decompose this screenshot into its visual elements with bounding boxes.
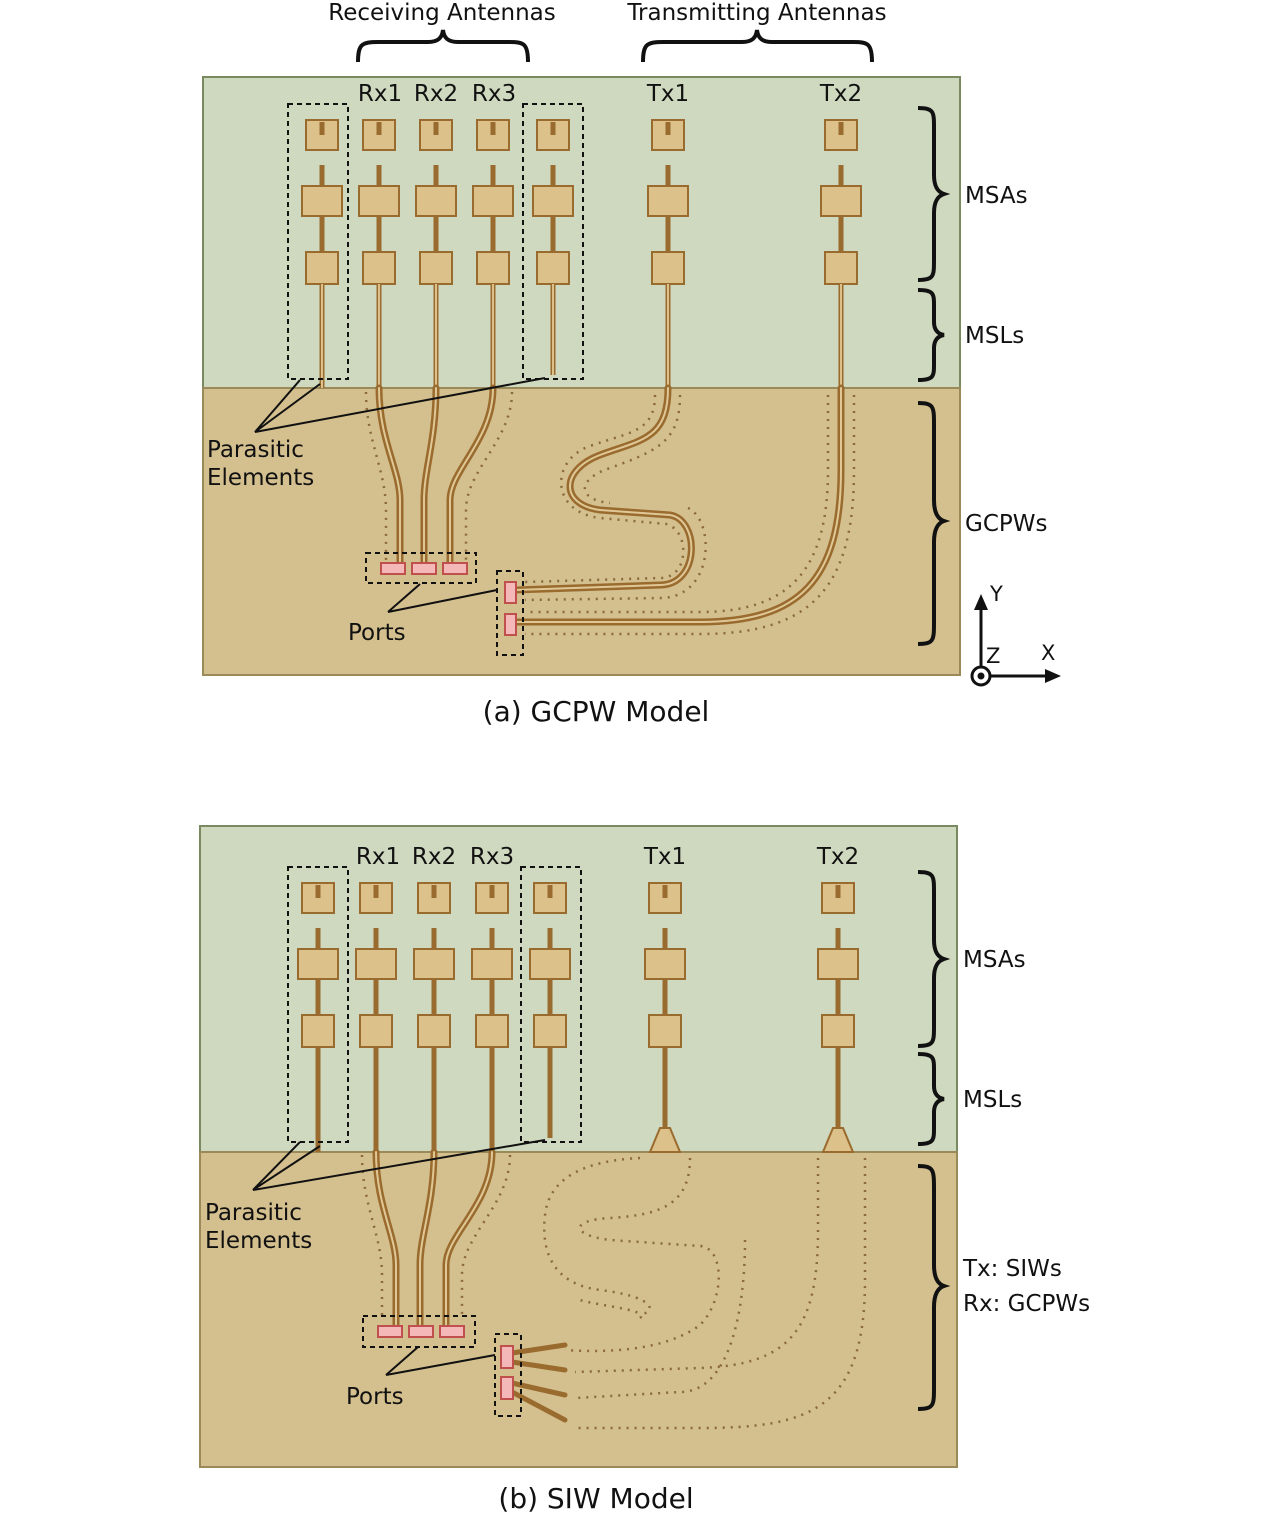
parasitic-elements-label-a-1: Parasitic — [207, 437, 304, 463]
caption-a: (a) GCPW Model — [483, 695, 710, 728]
substrate-bottom-a — [202, 387, 961, 676]
via-fence-a — [364, 391, 856, 636]
region-label-msls-b: MSLs — [963, 1087, 1022, 1113]
msl-lines-a — [319, 122, 844, 388]
antenna-label-tx2-b: Tx2 — [816, 844, 859, 870]
axis-triad — [970, 594, 1061, 687]
dashed-boxes-a — [287, 103, 584, 656]
antenna-label-tx1-a: Tx1 — [646, 81, 689, 107]
region-label-msas-a: MSAs — [965, 183, 1028, 209]
dashed-boxes-b — [287, 866, 582, 1417]
region-label-tx-siws-b: Tx: SIWs — [962, 1256, 1062, 1282]
leader-lines-b — [252, 1139, 546, 1376]
antenna-label-rx3-a: Rx3 — [472, 81, 516, 107]
ports-a — [380, 562, 517, 636]
rx-group-brace — [356, 29, 530, 63]
substrate-top-b — [199, 825, 958, 1153]
receiving-antennas-label: Receiving Antennas — [328, 0, 555, 26]
msl-lines-b — [315, 885, 841, 1152]
substrate-bottom-b — [199, 1151, 958, 1468]
axis-label-y: Y — [989, 582, 1003, 606]
parasitic-elements-label-b-2: Elements — [205, 1228, 312, 1254]
panel-b-siw-model: Rx1 Rx2 Rx3 Tx1 Tx2 Parasitic Elements P… — [199, 825, 1090, 1515]
parasitic-elements-label-a-2: Elements — [207, 465, 314, 491]
region-label-msls-a: MSLs — [965, 323, 1024, 349]
axis-label-z: Z — [986, 644, 1000, 668]
axis-label-x: X — [1041, 641, 1055, 665]
antenna-label-rx3-b: Rx3 — [470, 844, 514, 870]
ports-label-a: Ports — [348, 620, 406, 646]
region-label-msas-b: MSAs — [963, 947, 1026, 973]
panel-a-gcpw-model: Rx1 Rx2 Rx3 Tx1 Tx2 Parasitic Elements P… — [202, 76, 1061, 728]
gcpw-lines-b — [372, 1148, 568, 1423]
parasitic-elements-label-b-1: Parasitic — [205, 1200, 302, 1226]
antenna-label-rx2-b: Rx2 — [412, 844, 456, 870]
region-braces-b — [917, 870, 951, 1411]
antenna-label-rx1-b: Rx1 — [356, 844, 400, 870]
ports-b — [377, 1325, 514, 1400]
leader-lines-a — [254, 377, 546, 613]
antenna-label-tx1-b: Tx1 — [643, 844, 686, 870]
via-fence-b — [360, 1154, 867, 1430]
caption-b: (b) SIW Model — [498, 1482, 693, 1515]
antenna-label-rx1-a: Rx1 — [358, 81, 402, 107]
region-braces-a — [917, 106, 951, 646]
region-label-gcpws-a: GCPWs — [965, 511, 1047, 537]
region-label-rx-gcpws-b: Rx: GCPWs — [963, 1291, 1090, 1317]
transmitting-antennas-label: Transmitting Antennas — [626, 0, 886, 26]
tx-group-brace — [641, 29, 874, 63]
antenna-label-rx2-a: Rx2 — [414, 81, 458, 107]
antenna-label-tx2-a: Tx2 — [819, 81, 862, 107]
ports-label-b: Ports — [346, 1384, 404, 1410]
gcpw-lines-a — [375, 384, 845, 626]
